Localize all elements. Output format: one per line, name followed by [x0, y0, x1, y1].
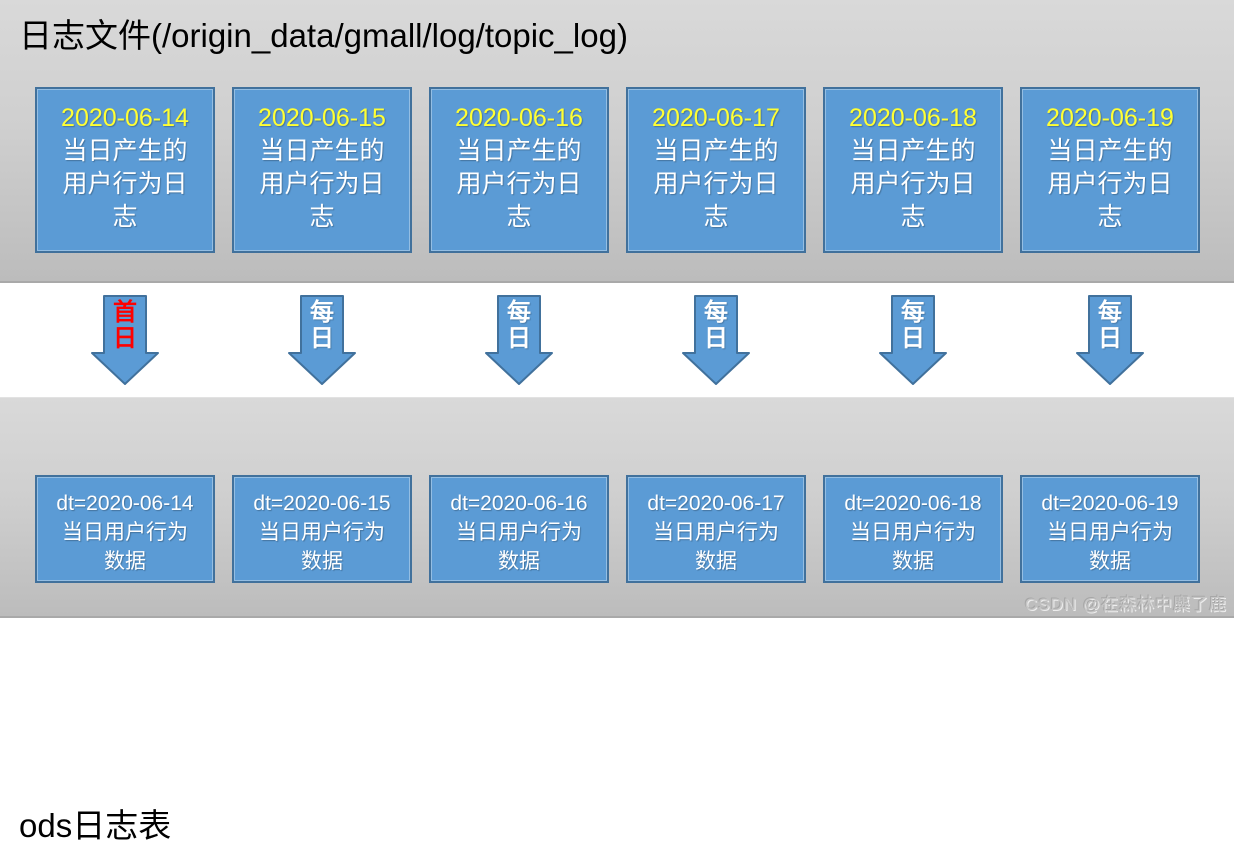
ods-partition-box-2020-06-15: dt=2020-06-15 当日用户行为数据 [232, 475, 412, 583]
log-date: 2020-06-17 [652, 104, 780, 132]
ods-table-section-title: ods日志表 [19, 807, 172, 844]
arrow-label-daily: 每日 [1098, 299, 1122, 352]
arrow-cell: 每日 [626, 295, 806, 386]
log-date: 2020-06-15 [258, 104, 386, 132]
log-file-box-2020-06-17: 2020-06-17 当日产生的用户行为日志 [626, 87, 806, 253]
down-arrow-icon: 每日 [1076, 295, 1144, 386]
partition-key: dt=2020-06-16 [450, 492, 588, 515]
arrow-cell: 每日 [823, 295, 1003, 386]
log-file-boxes-row: 2020-06-14 当日产生的用户行为日志 2020-06-15 当日产生的用… [35, 87, 1200, 253]
log-date: 2020-06-14 [61, 104, 189, 132]
arrow-cell: 每日 [1020, 295, 1200, 386]
partition-desc: 当日用户行为数据 [1047, 521, 1173, 573]
down-arrow-icon: 每日 [485, 295, 553, 386]
partition-key: dt=2020-06-18 [844, 492, 982, 515]
log-file-box-2020-06-16: 2020-06-16 当日产生的用户行为日志 [429, 87, 609, 253]
log-date: 2020-06-18 [849, 104, 977, 132]
partition-key: dt=2020-06-17 [647, 492, 785, 515]
arrow-cell: 每日 [429, 295, 609, 386]
ods-partition-box-2020-06-18: dt=2020-06-18 当日用户行为数据 [823, 475, 1003, 583]
log-desc: 当日产生的用户行为日志 [259, 137, 385, 231]
down-arrow-icon: 首日 [91, 295, 159, 386]
ods-partition-box-2020-06-17: dt=2020-06-17 当日用户行为数据 [626, 475, 806, 583]
partition-key: dt=2020-06-15 [253, 492, 391, 515]
ods-partition-box-2020-06-19: dt=2020-06-19 当日用户行为数据 [1020, 475, 1200, 583]
down-arrow-icon: 每日 [288, 295, 356, 386]
log-file-box-2020-06-19: 2020-06-19 当日产生的用户行为日志 [1020, 87, 1200, 253]
log-desc: 当日产生的用户行为日志 [1047, 137, 1173, 231]
ods-partition-box-2020-06-14: dt=2020-06-14 当日用户行为数据 [35, 475, 215, 583]
partition-desc: 当日用户行为数据 [62, 521, 188, 573]
arrow-cell: 首日 [35, 295, 215, 386]
partition-desc: 当日用户行为数据 [850, 521, 976, 573]
partition-desc: 当日用户行为数据 [456, 521, 582, 573]
partition-desc: 当日用户行为数据 [259, 521, 385, 573]
ods-partition-boxes-row: dt=2020-06-14 当日用户行为数据 dt=2020-06-15 当日用… [35, 475, 1200, 583]
log-file-box-2020-06-18: 2020-06-18 当日产生的用户行为日志 [823, 87, 1003, 253]
arrows-row: 首日 每日 每日 每日 每日 每日 [35, 295, 1200, 386]
partition-key: dt=2020-06-14 [56, 492, 194, 515]
arrow-cell: 每日 [232, 295, 412, 386]
down-arrow-icon: 每日 [879, 295, 947, 386]
log-file-box-2020-06-14: 2020-06-14 当日产生的用户行为日志 [35, 87, 215, 253]
arrow-label-daily: 每日 [310, 299, 334, 352]
ods-partition-box-2020-06-16: dt=2020-06-16 当日用户行为数据 [429, 475, 609, 583]
arrow-label-daily: 每日 [901, 299, 925, 352]
log-desc: 当日产生的用户行为日志 [62, 137, 188, 231]
log-desc: 当日产生的用户行为日志 [850, 137, 976, 231]
down-arrow-icon: 每日 [682, 295, 750, 386]
log-date: 2020-06-19 [1046, 104, 1174, 132]
log-files-section-title: 日志文件(/origin_data/gmall/log/topic_log) [19, 17, 628, 54]
arrow-label-daily: 每日 [507, 299, 531, 352]
log-desc: 当日产生的用户行为日志 [456, 137, 582, 231]
partition-desc: 当日用户行为数据 [653, 521, 779, 573]
partition-key: dt=2020-06-19 [1041, 492, 1179, 515]
log-date: 2020-06-16 [455, 104, 583, 132]
arrow-label-daily: 每日 [704, 299, 728, 352]
watermark: CSDN @在森林中麋了鹿 [1024, 595, 1227, 614]
log-desc: 当日产生的用户行为日志 [653, 137, 779, 231]
log-file-box-2020-06-15: 2020-06-15 当日产生的用户行为日志 [232, 87, 412, 253]
arrow-label-first-day: 首日 [113, 299, 137, 352]
